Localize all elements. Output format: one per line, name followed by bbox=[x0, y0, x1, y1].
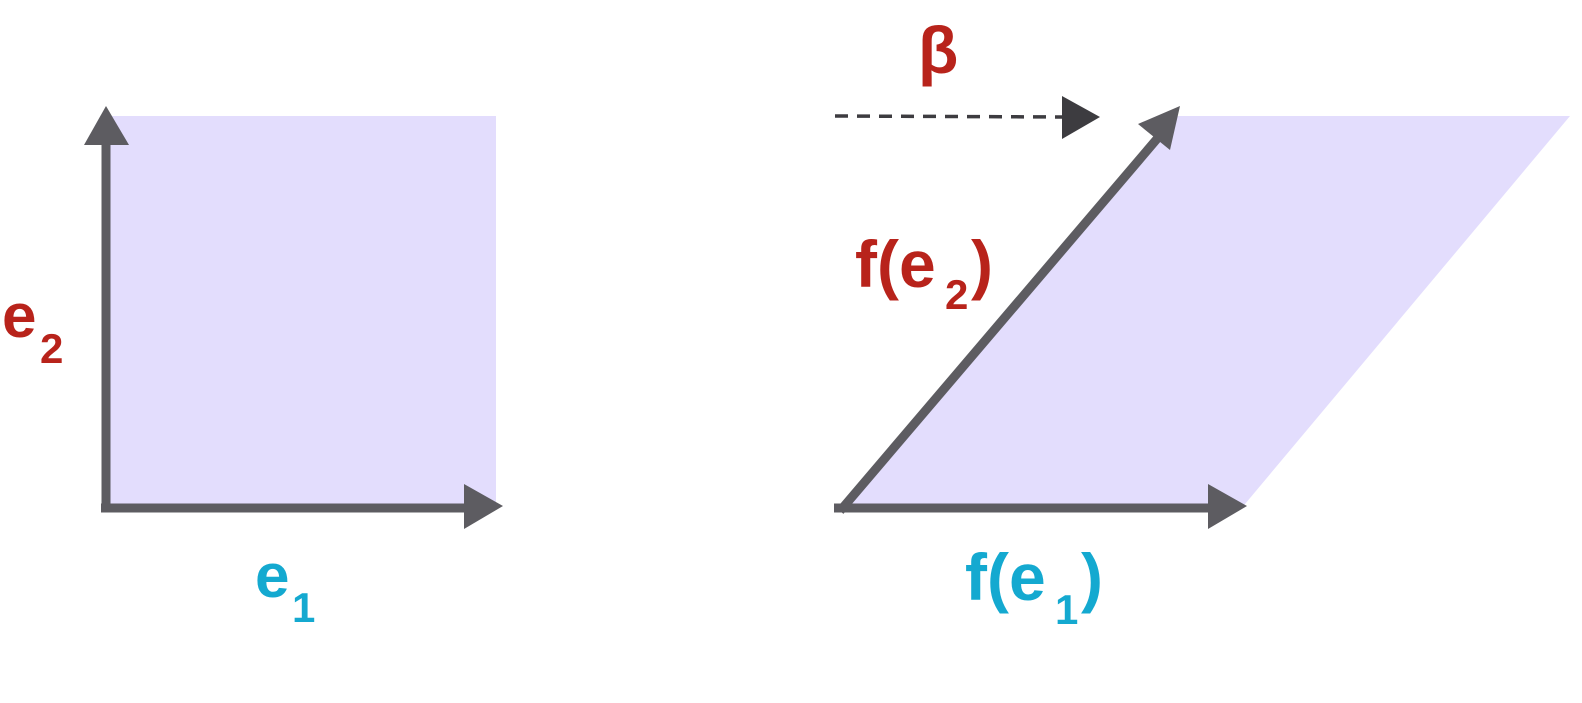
right-figure: β f(e 2 ) f(e 1 ) bbox=[834, 13, 1570, 633]
left-figure: e 2 e 1 bbox=[2, 106, 503, 631]
f-e2-label-open: f(e bbox=[855, 227, 936, 301]
f-e1-arrow-head bbox=[1208, 484, 1247, 529]
e2-label-subscript: 2 bbox=[40, 325, 63, 372]
f-e1-label-close: ) bbox=[1081, 540, 1103, 614]
e1-label-base: e bbox=[255, 542, 289, 611]
f-e2-label-subscript: 2 bbox=[945, 271, 968, 318]
f-e2-label-close: ) bbox=[971, 227, 993, 301]
f-e1-label: f(e 1 ) bbox=[965, 540, 1103, 633]
f-e2-label: f(e 2 ) bbox=[855, 227, 993, 318]
f-e2-arrow-shaft bbox=[836, 130, 1166, 514]
parallelogram-fill bbox=[840, 116, 1570, 510]
e2-label: e 2 bbox=[2, 282, 63, 372]
e1-arrow-head bbox=[464, 484, 503, 529]
e1-label: e 1 bbox=[255, 542, 315, 631]
e2-arrow-head bbox=[84, 106, 129, 145]
e1-label-subscript: 1 bbox=[292, 584, 315, 631]
e2-label-base: e bbox=[2, 282, 36, 351]
f-e1-label-subscript: 1 bbox=[1055, 586, 1078, 633]
f-e1-label-open: f(e bbox=[965, 540, 1046, 614]
beta-arrow-head bbox=[1062, 96, 1100, 139]
beta-dashed-arrow-shaft bbox=[834, 114, 1067, 119]
f-e2-arrow-head bbox=[1138, 106, 1180, 150]
beta-label: β bbox=[918, 13, 958, 87]
unit-square-fill bbox=[106, 116, 496, 506]
